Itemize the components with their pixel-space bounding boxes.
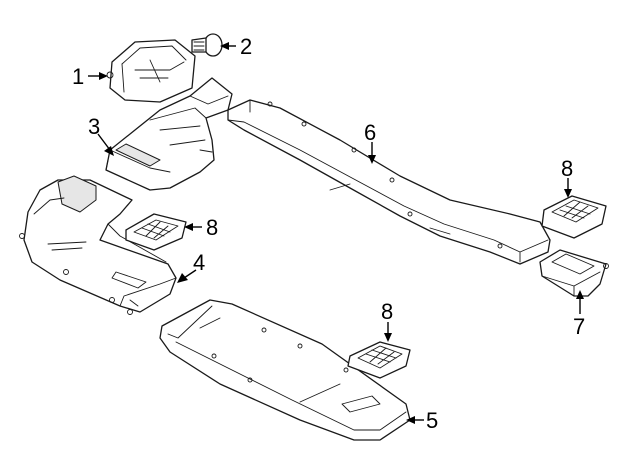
callout-8c: 8 [381, 299, 393, 324]
callout-labels: 1 2 3 4 5 6 7 8 8 8 [72, 34, 585, 433]
callout-4: 4 [193, 250, 205, 275]
part-7-rear-outlet [539, 249, 609, 297]
part-3-center-duct [105, 77, 233, 191]
part-5-rear-floor-duct [159, 299, 411, 441]
part-8-grille-c [347, 341, 411, 379]
callout-3: 3 [88, 114, 100, 139]
part-8-grille-a [125, 213, 187, 251]
callout-6: 6 [364, 120, 376, 145]
part-1-duct-adapter [106, 39, 196, 103]
part-6-long-rear-duct [227, 99, 551, 265]
part-8-grille-b [541, 195, 607, 239]
callout-7: 7 [573, 314, 585, 339]
callout-2: 2 [240, 34, 252, 59]
leader-lines [88, 42, 584, 424]
callout-5: 5 [426, 408, 438, 433]
callout-8a: 8 [206, 215, 218, 240]
callout-8b: 8 [561, 156, 573, 181]
part-4-floor-duct [19, 175, 177, 315]
callout-1: 1 [72, 64, 84, 89]
part-2-push-clip [191, 33, 223, 57]
